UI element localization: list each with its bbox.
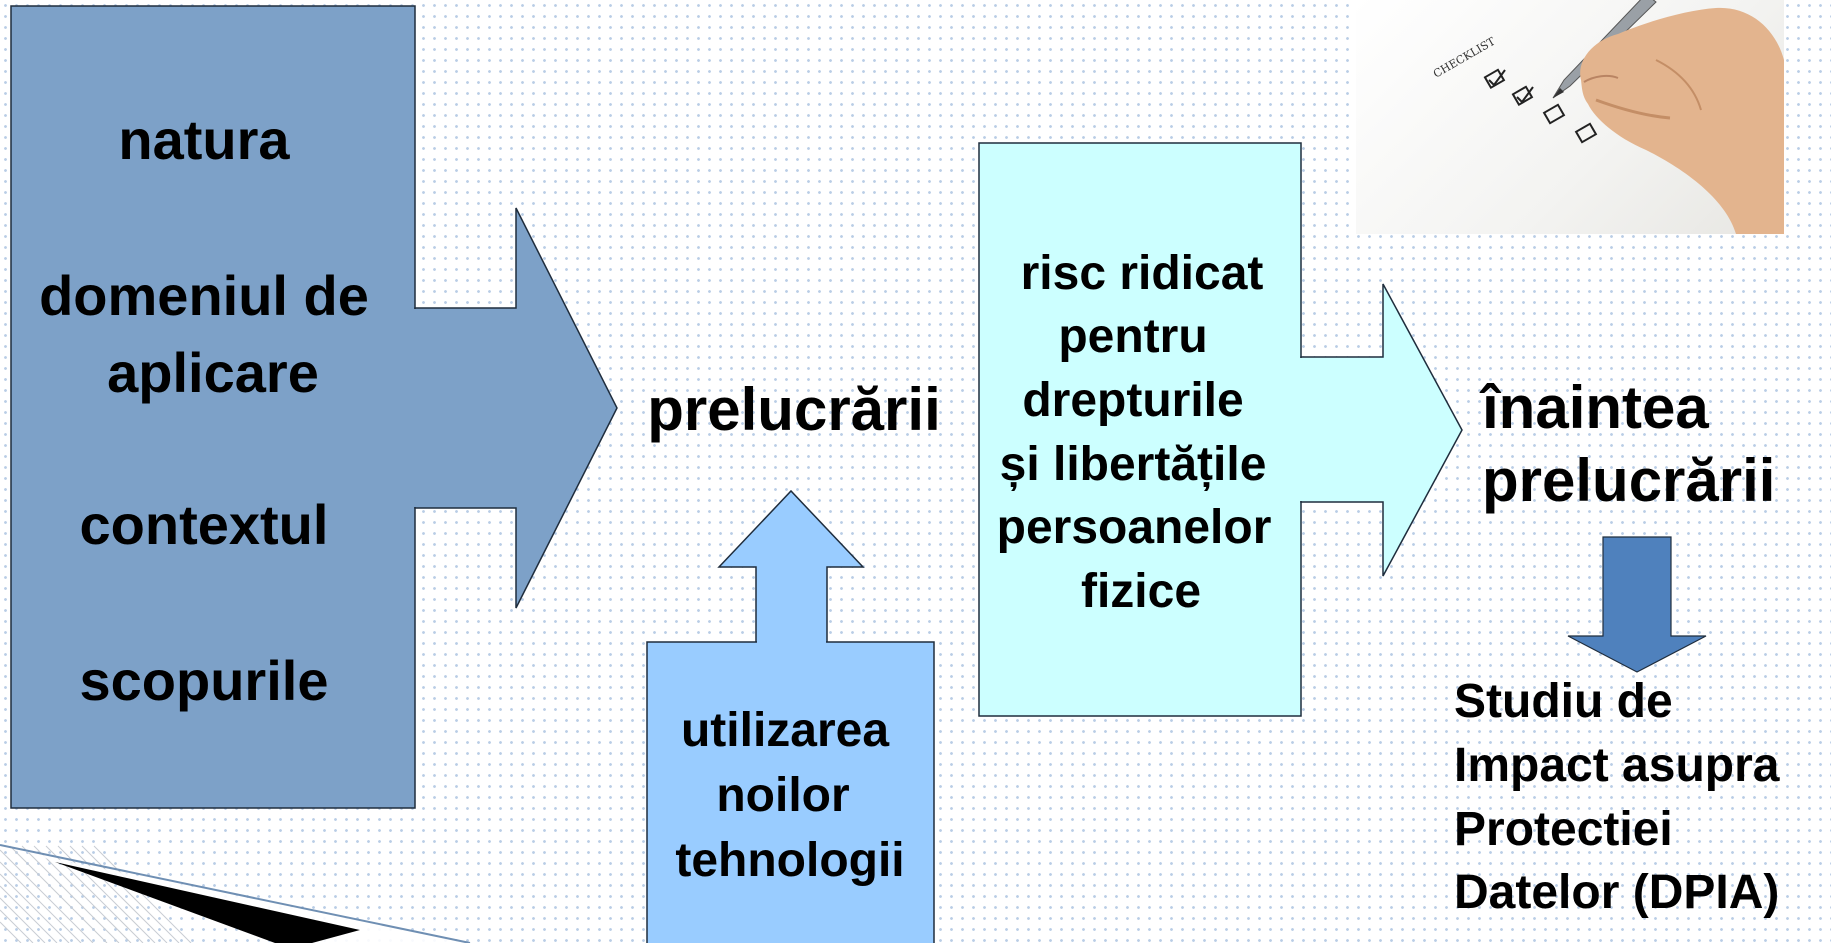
right-label-prelucrarii: prelucrării bbox=[1482, 447, 1776, 514]
risk-label-line4: și libertățile bbox=[999, 438, 1267, 491]
left-criteria-box bbox=[10, 5, 416, 809]
tech-label-line3: tehnologii bbox=[675, 834, 905, 887]
checklist-illustration: CHECKLIST bbox=[1431, 0, 1784, 234]
left-label-contextul: contextul bbox=[79, 493, 329, 556]
left-label-domeniul: domeniul de bbox=[39, 264, 369, 327]
risk-label-line2: pentru bbox=[1058, 310, 1208, 363]
right-label-inaintea: înaintea bbox=[1482, 374, 1709, 441]
down-arrow bbox=[1567, 536, 1707, 673]
left-label-scopurile: scopurile bbox=[79, 649, 329, 712]
center-label-prelucrarii: prelucrării bbox=[647, 376, 941, 443]
hand-icon bbox=[1580, 7, 1784, 234]
risk-label-line6: fizice bbox=[1080, 565, 1202, 618]
dpia-label-line4: Datelor (DPIA) bbox=[1454, 866, 1780, 919]
big-right-arrow bbox=[414, 207, 618, 609]
left-label-aplicare: aplicare bbox=[107, 341, 319, 404]
tech-box bbox=[646, 641, 935, 943]
risk-label-line3: drepturile bbox=[1022, 374, 1244, 427]
dpia-label-line1: Studiu de bbox=[1454, 675, 1673, 728]
checkbox-icons bbox=[1483, 68, 1598, 144]
risk-right-arrow bbox=[1300, 283, 1463, 577]
corner-swoosh-decoration bbox=[0, 843, 471, 943]
checklist-photo: CHECKLIST bbox=[1356, 0, 1784, 234]
dpia-label-line2: Impact asupra bbox=[1454, 739, 1780, 792]
tech-label-line2: noilor bbox=[716, 769, 850, 822]
risk-box bbox=[978, 142, 1302, 717]
tech-label-line1: utilizarea bbox=[680, 704, 890, 757]
left-label-natura: natura bbox=[118, 108, 290, 171]
dpia-label-line3: Protectiei bbox=[1454, 803, 1673, 856]
checklist-label: CHECKLIST bbox=[1431, 34, 1498, 80]
risk-label-line5: persoanelor bbox=[996, 501, 1272, 554]
risk-label-line1: risc ridicat bbox=[1020, 247, 1264, 300]
tech-up-arrow bbox=[717, 489, 865, 644]
